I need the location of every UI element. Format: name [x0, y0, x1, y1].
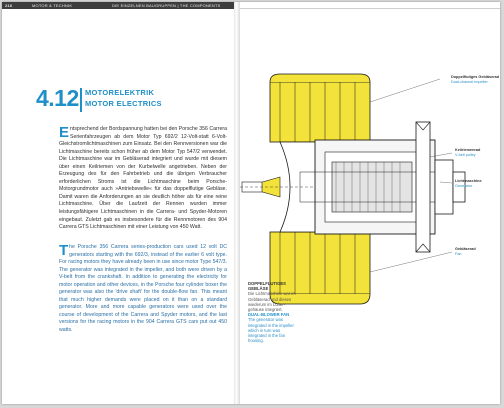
figure-caption: DOPPELFLUTIGES GEBLÄSE Die Lichtmaschine…: [248, 281, 296, 344]
section-title-de: MOTORELEKTRIK: [85, 88, 155, 97]
book-page-spread: 216 MOTOR & TECHNIK DIE EINZELNEN BAUGRU…: [2, 2, 500, 404]
label-fan: Gebläserad Fan: [455, 247, 476, 256]
leader-lines: [369, 78, 453, 273]
section-title-en: MOTOR ELECTRICS: [85, 99, 162, 108]
paragraph-de: ntsprechend der Bordspannung hatten bei …: [59, 126, 227, 231]
running-header: 216 MOTOR & TECHNIK DIE EINZELNEN BAUGRU…: [2, 2, 234, 9]
label-v-belt-pulley: Keilriemenrad V-belt pulley: [455, 148, 481, 157]
header-category: MOTOR & TECHNIK: [32, 3, 73, 8]
label-dual-impeller: Doppelflutiges Gebläserad Dual-channel i…: [451, 75, 500, 84]
header-section: DIE EINZELNEN BAUGRUPPEN | THE COMPONENT…: [112, 3, 221, 8]
page-number: 216: [5, 3, 13, 8]
fan-housing-upper: [269, 73, 371, 143]
generator-cutaway-diagram: [240, 73, 466, 305]
paragraph-en: he Porsche 356 Carrera series-production…: [59, 244, 228, 334]
dropcap-de: E: [59, 124, 70, 141]
dropcap-en: T: [59, 242, 69, 259]
generator-body: [299, 139, 466, 235]
fan-housing-lower: [269, 231, 371, 305]
section-divider: [80, 88, 82, 112]
v-belt-pulley: [415, 121, 431, 253]
section-number: 4.12: [36, 85, 79, 111]
label-generator: Lichtmaschine Generator: [455, 179, 482, 188]
page-gutter: [234, 2, 240, 404]
header-rule: [240, 8, 500, 9]
